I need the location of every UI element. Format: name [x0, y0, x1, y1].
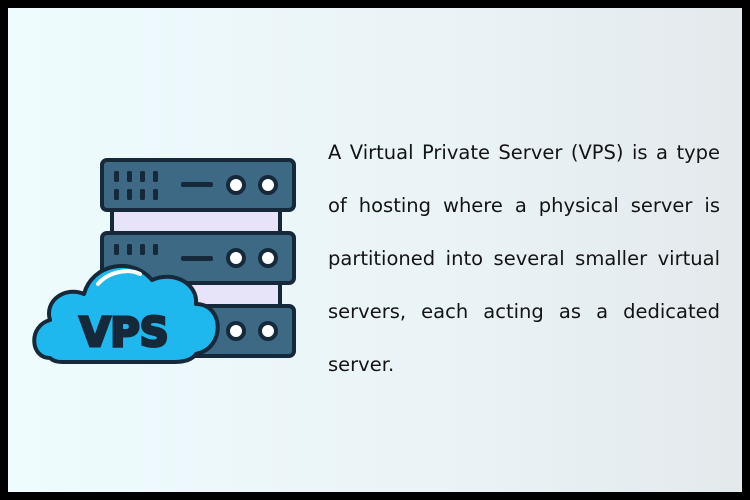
vps-description: A Virtual Private Server (VPS) is a type…: [328, 141, 720, 376]
content-frame: VPS A Virtual Private Server (VPS) is a …: [8, 8, 742, 492]
server-unit-top: [100, 158, 296, 212]
vps-server-stack-icon: VPS: [32, 158, 296, 364]
server-unit-middle: [100, 231, 296, 285]
cloud-shape: [32, 264, 220, 364]
cloud-label: VPS: [79, 310, 168, 356]
